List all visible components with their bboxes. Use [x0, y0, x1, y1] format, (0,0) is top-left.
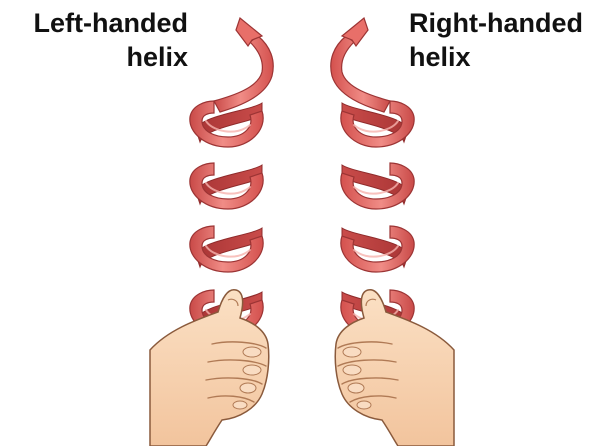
- right-helix-label-line1: Right-handed: [409, 6, 583, 40]
- left-helix-label: Left-handed helix: [14, 6, 188, 74]
- left-helix: [150, 18, 273, 446]
- left-helix-label-line2: helix: [14, 40, 188, 74]
- right-helix-label: Right-handed helix: [409, 6, 583, 74]
- right-helix: [331, 18, 454, 446]
- right-helix-label-line2: helix: [409, 40, 583, 74]
- left-helix-label-line1: Left-handed: [14, 6, 188, 40]
